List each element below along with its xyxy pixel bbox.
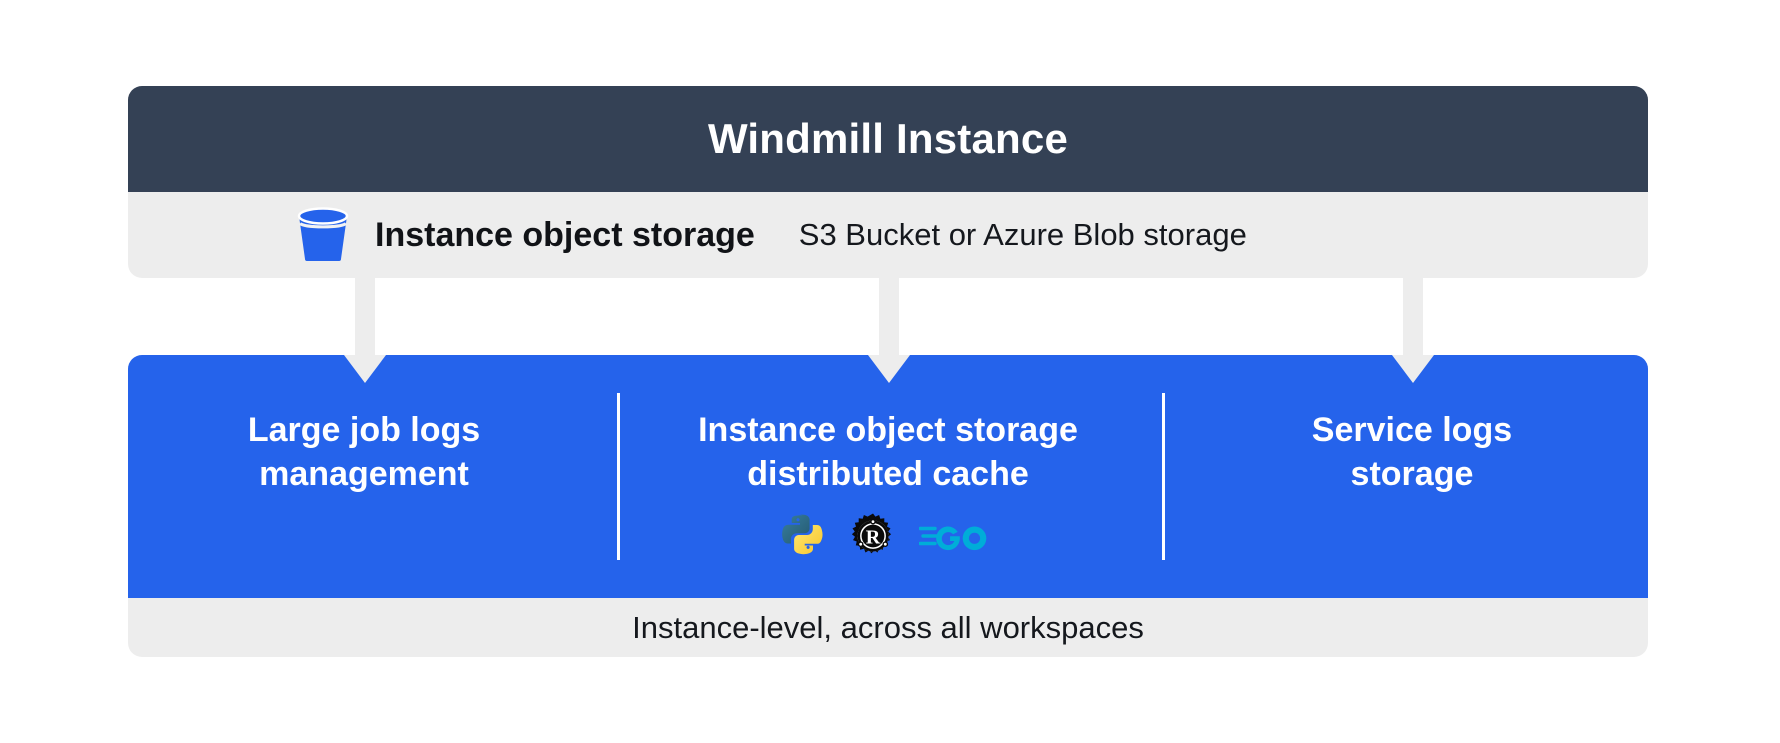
column-divider-2 <box>1162 393 1166 560</box>
connector-distributed-cache <box>868 278 910 383</box>
feature-instance-object-storage-distributed-cache[interactable]: Instance object storage distributed cach… <box>600 355 1176 598</box>
scope-footer-text: Instance-level, across all workspaces <box>632 609 1144 645</box>
instance-object-storage-row: Instance object storage S3 Bucket or Azu… <box>128 192 1648 278</box>
instance-header: Windmill Instance <box>128 86 1648 192</box>
feature-title: Instance object storage distributed cach… <box>698 411 1078 493</box>
column-divider-1 <box>616 393 620 560</box>
bucket-icon <box>297 207 349 261</box>
instance-object-storage-label: Instance object storage <box>375 215 755 254</box>
connector-service-logs <box>1392 278 1434 383</box>
scope-footer: Instance-level, across all workspaces <box>128 598 1648 657</box>
features-card: Large job logs management Instance objec… <box>128 355 1648 657</box>
page-title: Windmill Instance <box>707 115 1069 162</box>
svg-text:R: R <box>866 527 881 549</box>
feature-large-job-logs-management[interactable]: Large job logs management <box>128 355 600 598</box>
connector-large-job-logs <box>344 278 386 383</box>
features-panel: Large job logs management Instance objec… <box>128 355 1648 598</box>
go-logo-icon <box>919 526 987 551</box>
language-logos: R <box>779 512 997 560</box>
rust-logo-icon: R <box>851 513 892 554</box>
feature-title: Large job logs management <box>247 411 481 493</box>
instance-card: Windmill Instance Instance object storag… <box>128 86 1648 278</box>
feature-title: Service logs storage <box>1311 411 1513 493</box>
instance-object-storage-sublabel: S3 Bucket or Azure Blob storage <box>798 217 1247 252</box>
feature-service-logs-storage[interactable]: Service logs storage <box>1176 355 1648 598</box>
python-logo-icon <box>782 514 823 555</box>
